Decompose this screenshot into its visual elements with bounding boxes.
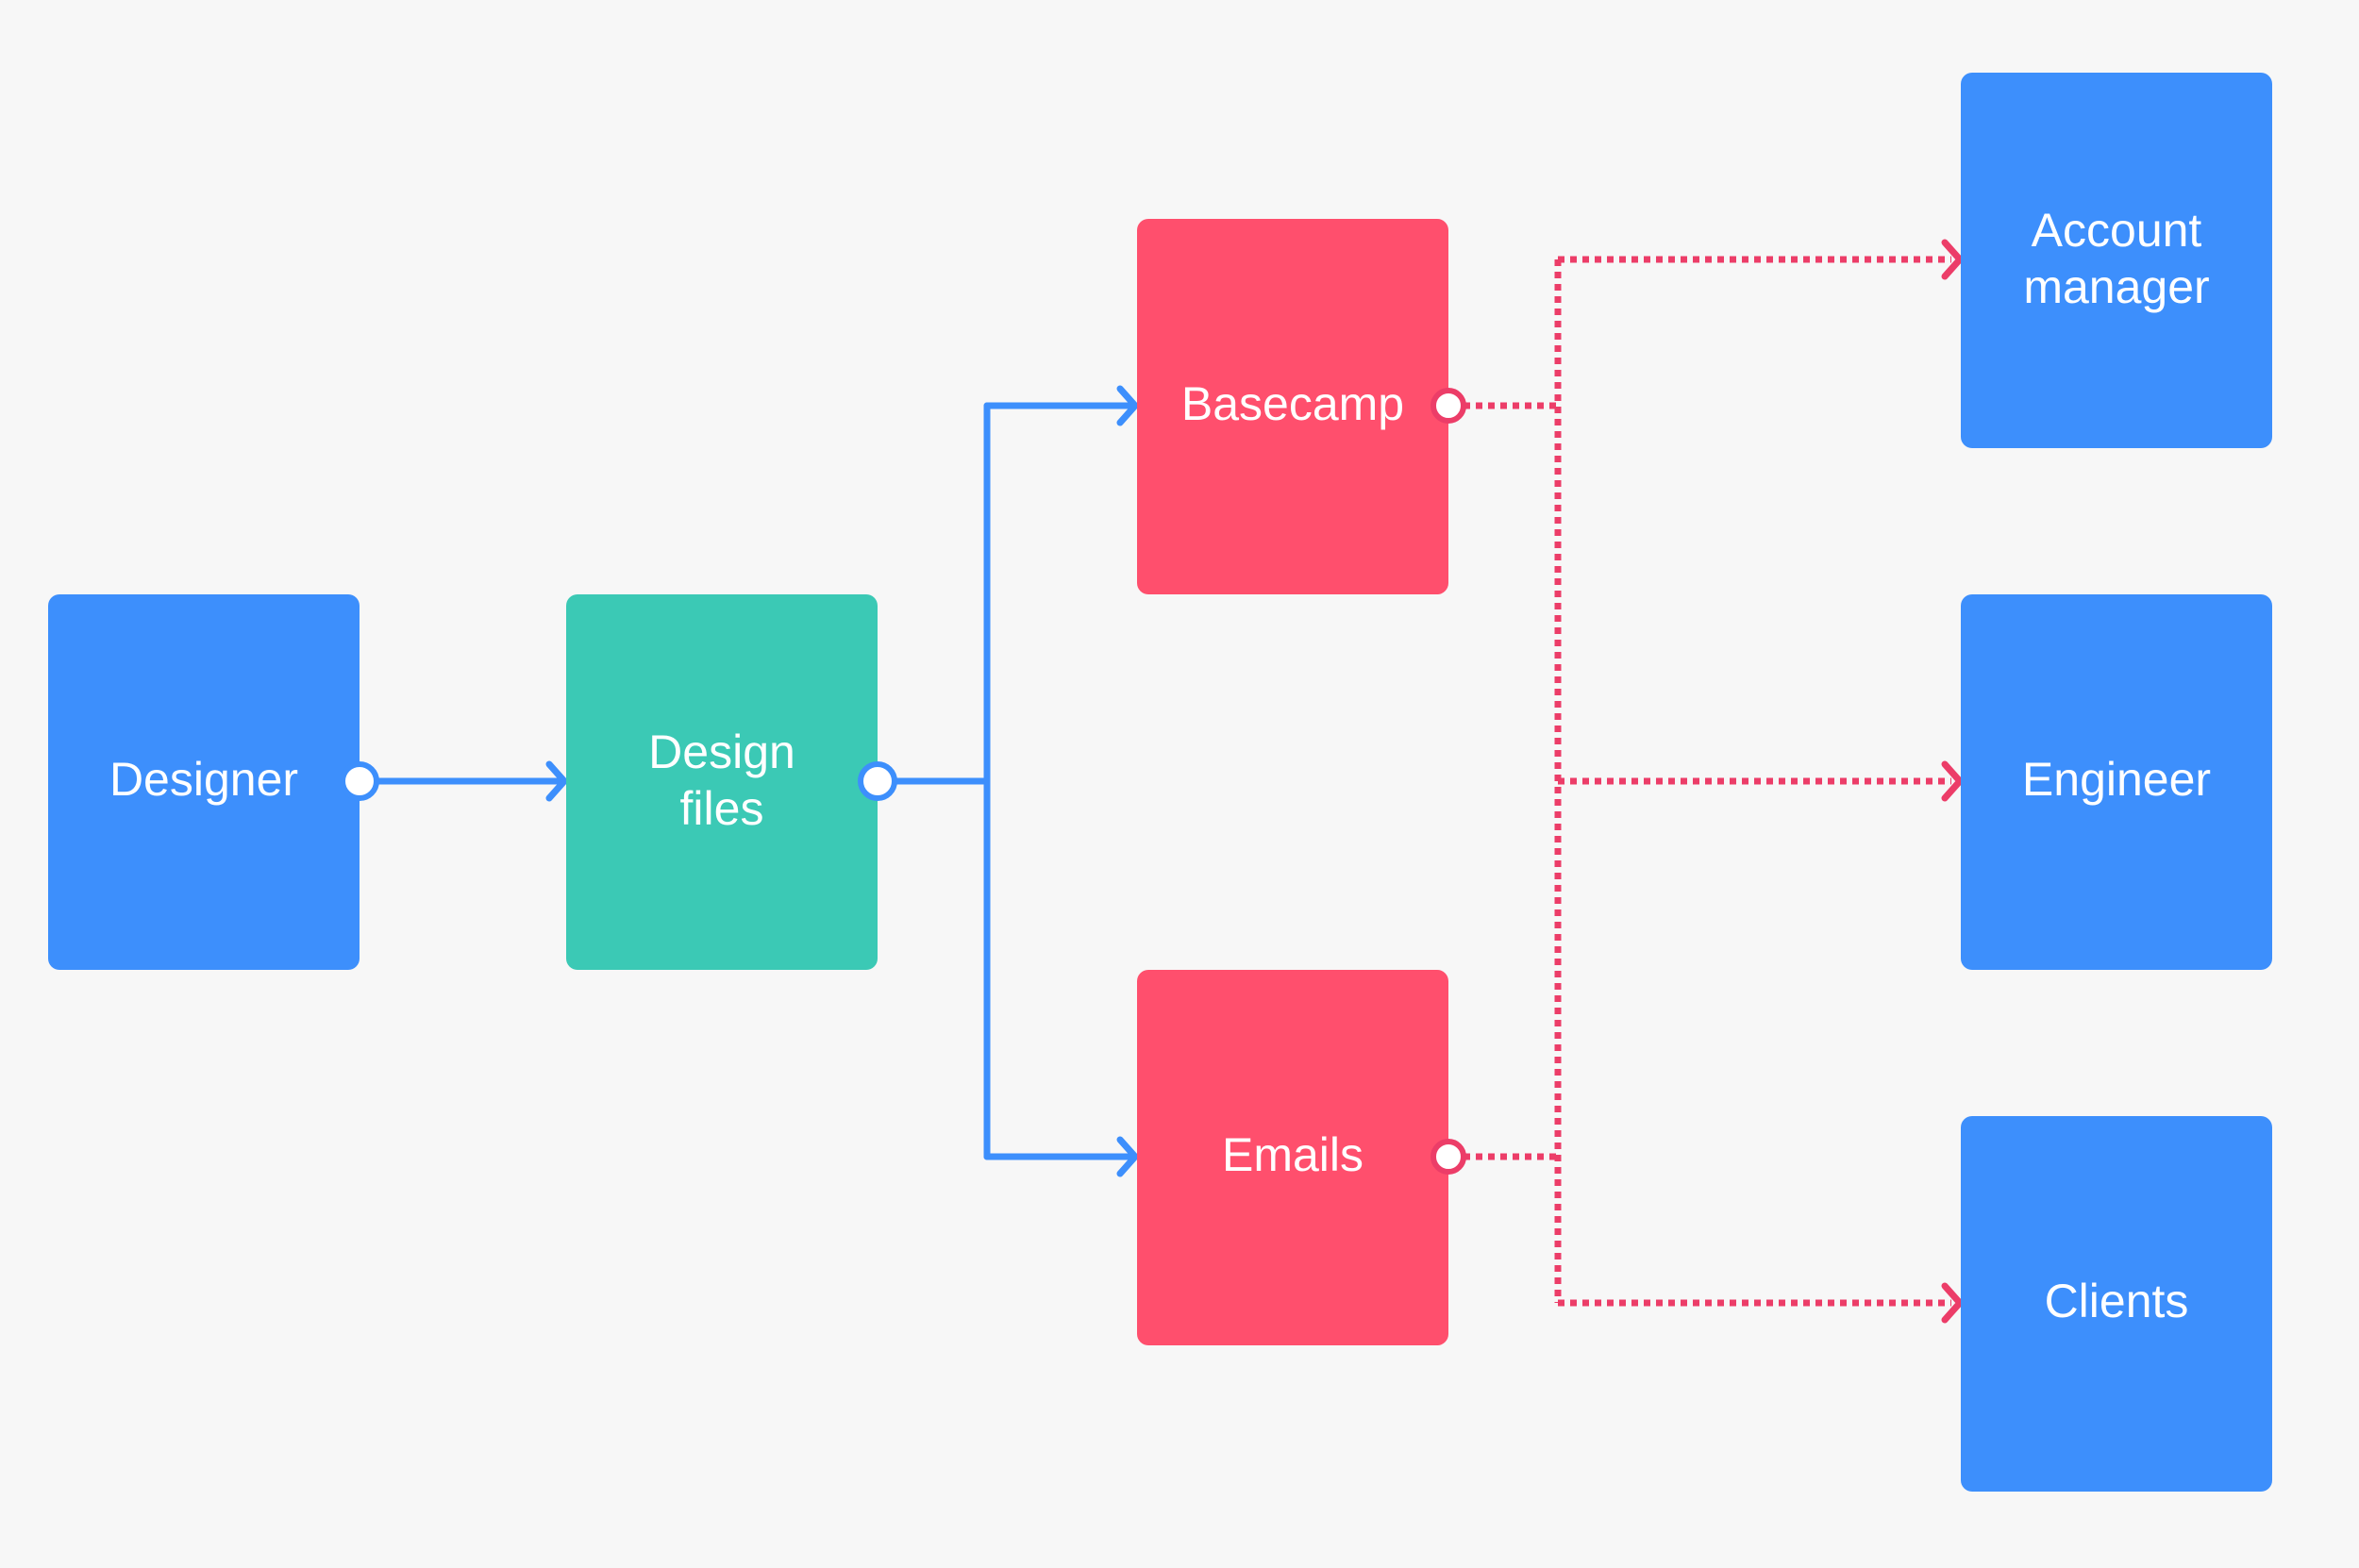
account-manager-box bbox=[1961, 73, 2272, 448]
basecamp-box bbox=[1137, 219, 1448, 594]
node-clients[interactable]: Clients bbox=[1961, 1116, 2272, 1492]
arrowhead-design-files bbox=[545, 760, 568, 802]
port-design-files-out[interactable] bbox=[858, 761, 897, 801]
design-files-label-line2: files bbox=[680, 782, 764, 835]
arrowhead-clients bbox=[1941, 1282, 1964, 1324]
port-basecamp-out[interactable] bbox=[1430, 388, 1466, 424]
arrowhead-account-manager bbox=[1941, 239, 1964, 280]
port-emails-out[interactable] bbox=[1430, 1139, 1466, 1175]
designer-label: Designer bbox=[109, 753, 298, 806]
node-emails[interactable]: Emails bbox=[1137, 970, 1448, 1345]
designer-box bbox=[48, 594, 360, 970]
design-files-label-line1: Design bbox=[648, 726, 795, 778]
account-manager-label-line2: manager bbox=[2023, 260, 2209, 313]
port-designer-out[interactable] bbox=[340, 761, 379, 801]
node-designer[interactable]: Designer bbox=[48, 594, 360, 970]
design-files-box bbox=[566, 594, 878, 970]
basecamp-label: Basecamp bbox=[1181, 377, 1404, 430]
dotted-connectors bbox=[1464, 256, 1951, 1307]
node-engineer[interactable]: Engineer bbox=[1961, 594, 2272, 970]
arrowhead-engineer bbox=[1941, 760, 1964, 802]
engineer-box bbox=[1961, 594, 2272, 970]
node-design-files[interactable]: Design files bbox=[566, 594, 878, 970]
clients-box bbox=[1961, 1116, 2272, 1492]
dotted-arrowheads bbox=[1941, 239, 1964, 1324]
node-account-manager[interactable]: Account manager bbox=[1961, 73, 2272, 448]
node-basecamp[interactable]: Basecamp bbox=[1137, 219, 1448, 594]
arrowhead-basecamp bbox=[1116, 385, 1139, 426]
ports bbox=[340, 388, 1466, 1175]
emails-box bbox=[1137, 970, 1448, 1345]
emails-label: Emails bbox=[1222, 1128, 1364, 1181]
engineer-label: Engineer bbox=[2022, 753, 2211, 806]
account-manager-label-line1: Account bbox=[2032, 204, 2202, 257]
arrowhead-emails bbox=[1116, 1136, 1139, 1177]
clients-label: Clients bbox=[2045, 1275, 2189, 1327]
